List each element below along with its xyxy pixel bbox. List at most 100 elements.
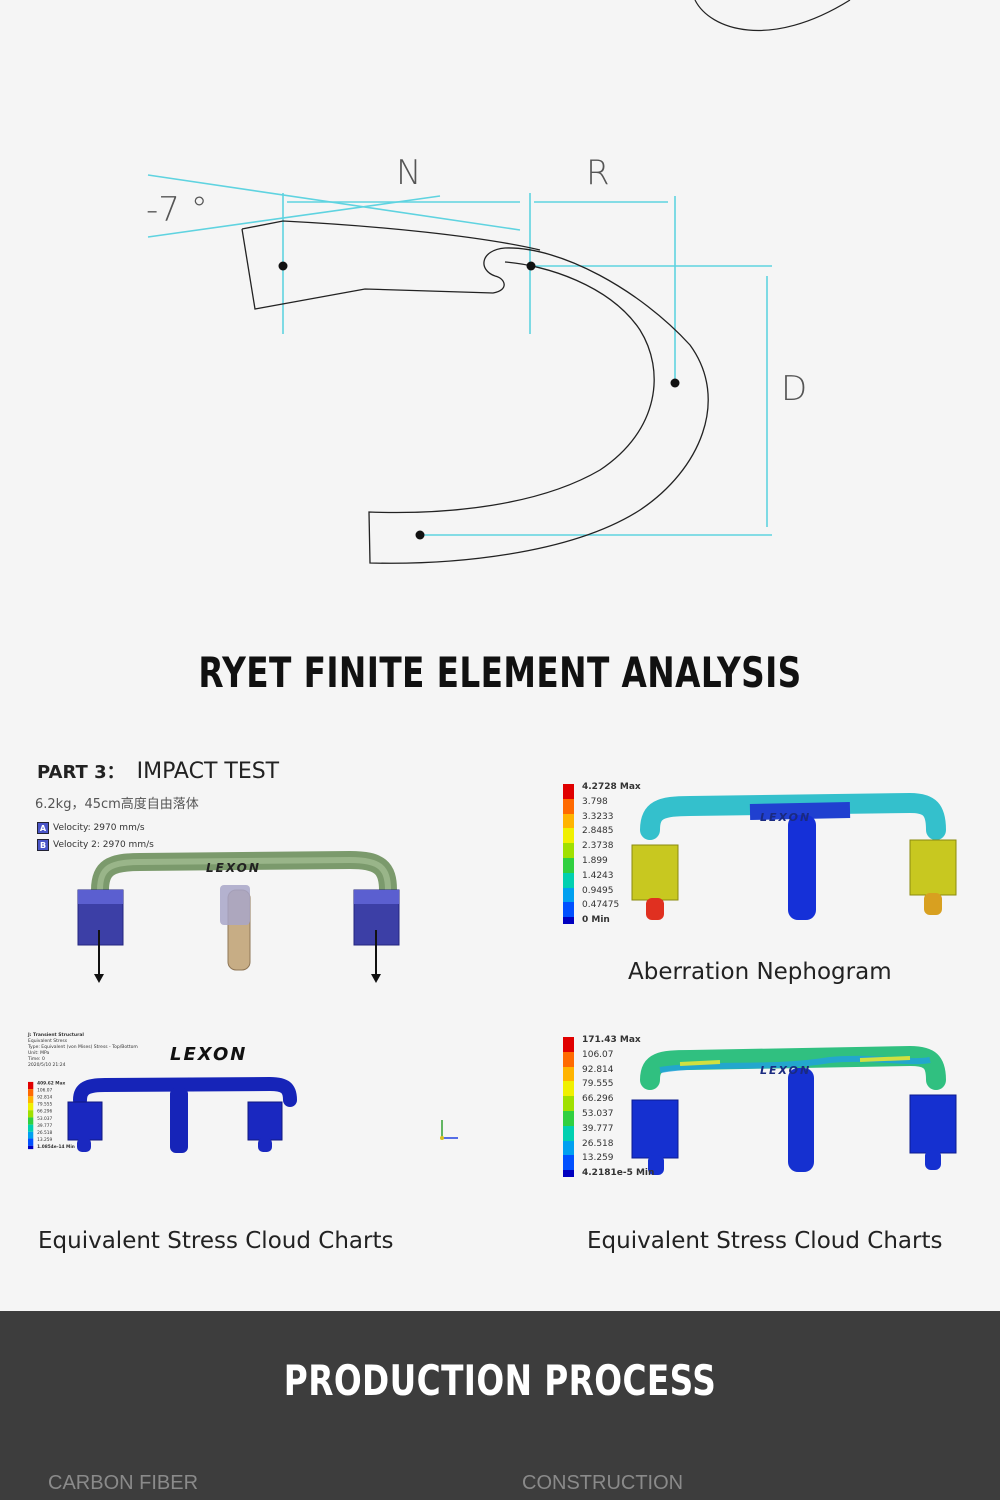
legend-swatch: [563, 902, 574, 918]
legend-value: 0.47475: [582, 900, 620, 911]
legend-value: 0 Min: [582, 915, 610, 926]
legend-value: 39.777: [37, 1123, 53, 1129]
legend-value: 3.798: [582, 796, 608, 807]
deformation-legend: 4.2728 Max 3.798 3.3233 2.8485 2.3738 1.899 1.…: [563, 780, 641, 928]
legend-value: 92.814: [37, 1095, 53, 1100]
legend-value: 106.07: [37, 1088, 53, 1093]
dimension-d-label: D: [781, 369, 808, 409]
legend-value: 1.0854e-14 Min: [37, 1144, 75, 1150]
stress-right-color-bar: [563, 1037, 574, 1181]
impact-test-model: LEXON: [77, 850, 400, 983]
stress-left-caption: Equivalent Stress Cloud Charts: [38, 1228, 394, 1254]
fea-section-title: RYET FINITE ELEMENT ANALYSIS: [198, 648, 802, 697]
impact-test-title: PART 3： IMPACT TEST: [37, 758, 279, 784]
carbon-fiber-label: CARBON FIBER: [48, 1472, 199, 1494]
legend-swatch: [563, 1066, 574, 1082]
legend-value: 0.9495: [582, 885, 614, 896]
deformation-model: LEXON: [631, 792, 957, 920]
stress-right-brand: LEXON: [760, 1064, 811, 1077]
legend-swatch: [563, 1081, 574, 1097]
legend-swatch: [563, 813, 574, 829]
dimension-r-label: R: [586, 153, 610, 193]
legend-value: 3.3233: [582, 811, 614, 822]
deformation-color-bar: [563, 784, 574, 928]
legend-value: 13.259: [582, 1153, 614, 1164]
legend-swatch: [563, 1140, 574, 1156]
test-label: IMPACT TEST: [136, 759, 280, 784]
legend-swatch: [563, 1110, 574, 1126]
info-line: Time: 0: [28, 1057, 45, 1062]
legend-value: 66.296: [582, 1094, 614, 1105]
legend-swatch: [563, 1170, 574, 1178]
legend-swatch: [28, 1131, 34, 1139]
legend-swatch: [563, 1051, 574, 1067]
legend-swatch: [28, 1096, 34, 1104]
angle-label: -7 °: [146, 190, 208, 230]
legend-value: 13.259: [37, 1137, 53, 1143]
impact-test-subtitle: 6.2kg，45cm高度自由落体: [35, 797, 199, 812]
legend-swatch: [563, 798, 574, 814]
construction-label: CONSTRUCTION: [522, 1472, 684, 1494]
velocity-a-text: Velocity: 2970 mm/s: [53, 823, 145, 833]
handlebar-geometry-drawing: [147, 0, 851, 564]
stress-right-caption: Equivalent Stress Cloud Charts: [587, 1228, 943, 1254]
deformation-brand: LEXON: [760, 811, 811, 824]
legend-swatch: [28, 1081, 34, 1090]
legend-swatch: [28, 1145, 34, 1150]
dimension-n-label: N: [396, 153, 422, 193]
info-line: 2020/5/10 21:24: [28, 1063, 66, 1068]
stress-left-brand: LEXON: [170, 1044, 247, 1065]
part-label: PART 3：: [37, 762, 125, 783]
legend-swatch: [563, 1155, 574, 1171]
stress-left-model: LEXON: [67, 1044, 458, 1153]
legend-swatch: [563, 843, 574, 858]
legend-value: 53.037: [582, 1108, 614, 1119]
info-line: Unit: MPa: [28, 1051, 50, 1056]
legend-swatch: [28, 1117, 34, 1125]
legend-value: 79.555: [37, 1102, 53, 1108]
production-section: [0, 1311, 1000, 1500]
legend-value: 2.3738: [582, 841, 614, 852]
legend-swatch: [28, 1138, 34, 1146]
legend-value: 26.518: [582, 1138, 614, 1149]
legend-value: 26.518: [37, 1130, 53, 1136]
legend-swatch: [28, 1103, 34, 1111]
legend-value: 4.2728 Max: [582, 782, 641, 792]
info-line: J: Transient Structural: [28, 1033, 84, 1038]
velocity-a-tag: A: [37, 822, 49, 834]
info-line: Equivalent Stress: [28, 1039, 68, 1044]
legend-swatch: [563, 887, 574, 903]
legend-swatch: [563, 917, 574, 925]
legend-swatch: [28, 1124, 34, 1132]
legend-swatch: [563, 872, 574, 888]
legend-swatch: [563, 784, 574, 799]
legend-swatch: [28, 1110, 34, 1118]
legend-value: 4.2181e-5 Min: [582, 1168, 655, 1179]
legend-value: 92.814: [582, 1064, 614, 1075]
legend-value: 79.555: [582, 1079, 614, 1090]
legend-swatch: [563, 857, 574, 873]
legend-value: 1.899: [582, 855, 608, 866]
legend-value: 2.8485: [582, 826, 614, 837]
velocity-b: B Velocity 2: 2970 mm/s: [37, 839, 154, 851]
legend-swatch: [563, 1096, 574, 1111]
impact-brand: LEXON: [206, 861, 261, 875]
legend-value: 1.4243: [582, 870, 614, 881]
legend-value: 66.296: [37, 1109, 53, 1115]
legend-swatch: [563, 1125, 574, 1141]
stress-right-model: LEXON: [631, 1045, 957, 1175]
legend-swatch: [563, 1037, 574, 1052]
info-line: Type: Equivalent (von Mises) Stress - To…: [28, 1045, 138, 1050]
velocity-b-tag: B: [37, 839, 49, 851]
production-title: PRODUCTION PROCESS: [283, 1356, 717, 1405]
legend-swatch: [28, 1089, 34, 1097]
stress-left-color-bar: [28, 1081, 34, 1151]
legend-value: 106.07: [582, 1049, 614, 1060]
velocity-a: A Velocity: 2970 mm/s: [37, 822, 145, 834]
deformation-caption: Aberration Nephogram: [628, 959, 892, 985]
legend-value: 409.62 Max: [37, 1080, 66, 1086]
legend-value: 53.037: [37, 1116, 53, 1122]
